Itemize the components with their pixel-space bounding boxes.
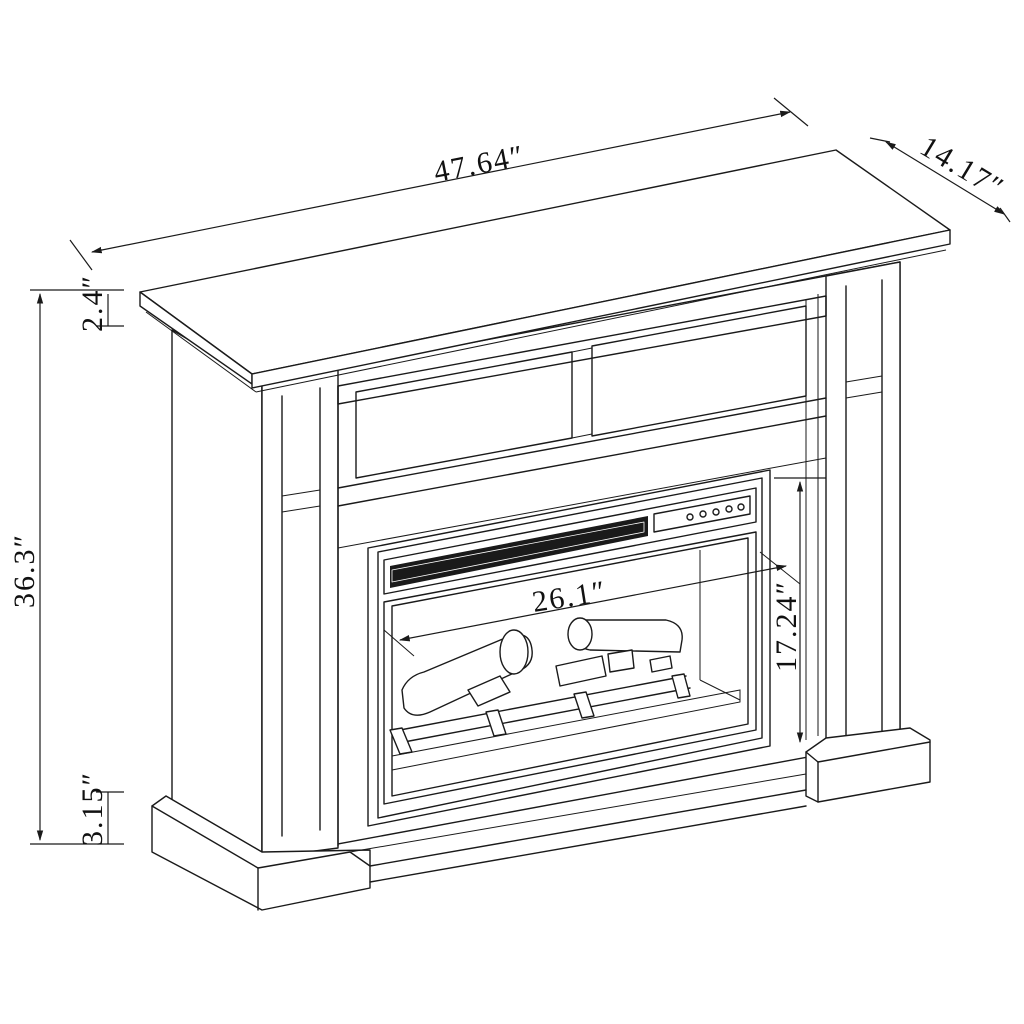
base-plinth <box>151 727 931 911</box>
base-height-label: 3.15″ <box>76 771 109 846</box>
dimension-lines <box>30 97 1011 845</box>
insert-height-label: 17.24″ <box>770 580 803 672</box>
total-height-label: 36.3″ <box>8 533 41 608</box>
width-label: 47.64″ <box>431 139 528 189</box>
top-thickness-label: 2.4″ <box>76 274 109 332</box>
